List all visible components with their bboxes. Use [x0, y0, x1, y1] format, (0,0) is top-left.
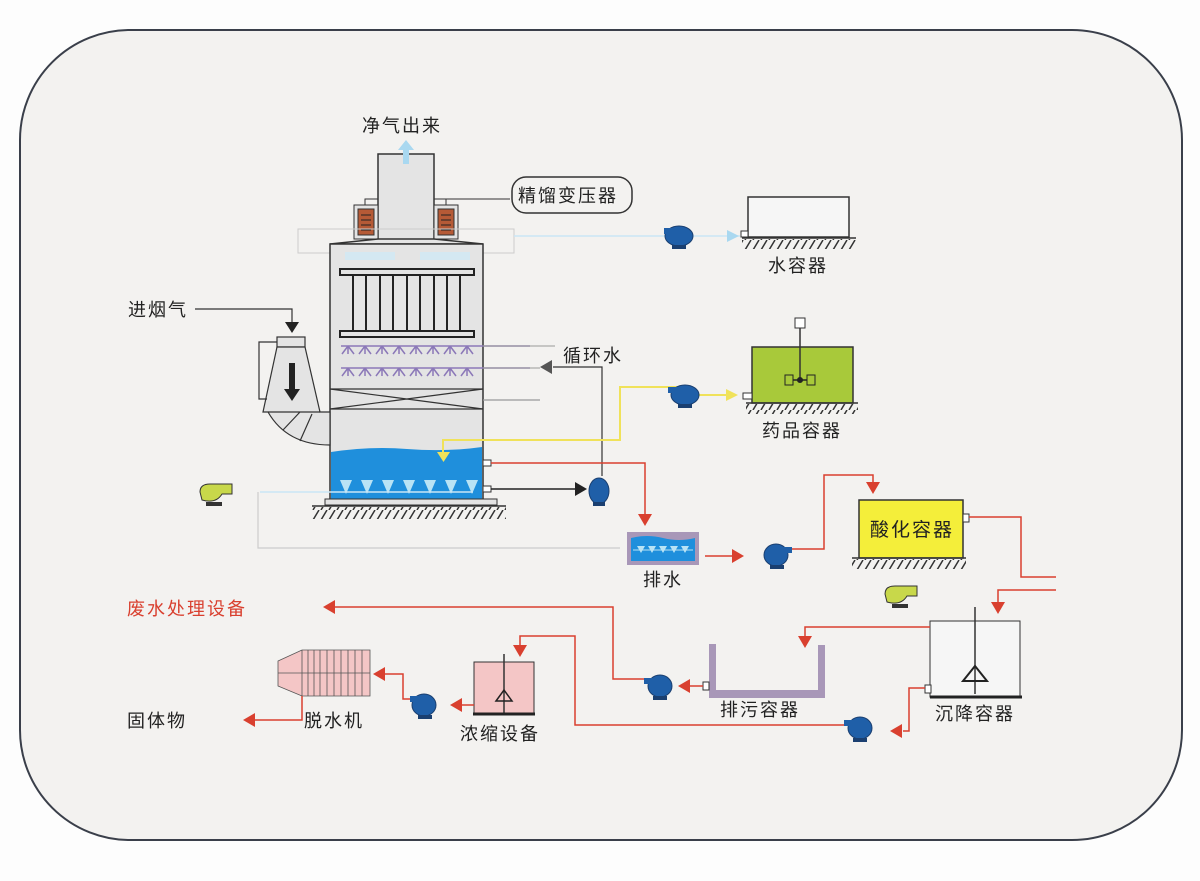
blower-fan-right	[884, 585, 918, 608]
flue-gas-arrow-icon	[285, 322, 299, 333]
label-acidification-tank: 酸化容器	[870, 519, 954, 541]
clean-gas-arrow-icon	[398, 140, 414, 164]
dehydrator	[277, 649, 371, 697]
water-tank	[740, 196, 856, 249]
pump-sludge	[644, 674, 673, 700]
flue-gas-inlet-duct	[258, 336, 331, 446]
chimney	[377, 153, 435, 245]
sludge-tank	[709, 644, 825, 698]
chemical-dose-arrow-icon	[437, 452, 450, 462]
acidification-tank	[852, 499, 970, 569]
label-circulating-water: 循环水	[563, 346, 623, 367]
drain-basin	[627, 532, 699, 565]
blower-fan-left	[199, 483, 233, 506]
label-settling-tank: 沉降容器	[935, 704, 1015, 725]
pump-drain	[763, 543, 792, 569]
label-dehydrator: 脱水机	[304, 711, 364, 732]
packing-layer	[329, 388, 540, 410]
pump-water-tank	[664, 225, 694, 249]
settling-tank	[924, 607, 1022, 699]
pump-thickener	[410, 693, 437, 719]
demister-grid	[339, 268, 475, 338]
label-chemical-tank: 药品容器	[762, 421, 842, 442]
thickener	[473, 654, 535, 716]
label-wastewater-equipment: 废水处理设备	[127, 599, 247, 620]
label-water-tank: 水容器	[768, 256, 828, 277]
label-clean-gas-out: 净气出来	[362, 116, 442, 137]
gas-flow-down-arrow-icon	[284, 389, 300, 401]
label-solids: 固体物	[127, 711, 187, 732]
wastewater-arrow-icon	[323, 600, 335, 614]
solids-arrow-icon	[243, 713, 255, 727]
pump-chemical	[668, 384, 700, 408]
pump-settling	[844, 716, 873, 742]
circulation-pump	[588, 477, 610, 506]
chemical-tank	[742, 317, 858, 414]
label-thickener: 浓缩设备	[460, 724, 540, 745]
circulating-water-arrow-icon	[540, 360, 552, 374]
transformer-heater-right	[433, 204, 459, 240]
diagram-frame	[19, 29, 1183, 841]
label-sludge-tank: 排污容器	[720, 700, 800, 721]
water-nozzles	[340, 480, 478, 494]
tower-water	[331, 447, 482, 499]
label-transformer: 精馏变压器	[518, 186, 618, 207]
label-drain: 排水	[643, 570, 683, 591]
label-flue-gas-in: 进烟气	[128, 300, 188, 321]
transformer-label-box	[511, 176, 633, 214]
transformer-heater-left	[353, 204, 379, 240]
